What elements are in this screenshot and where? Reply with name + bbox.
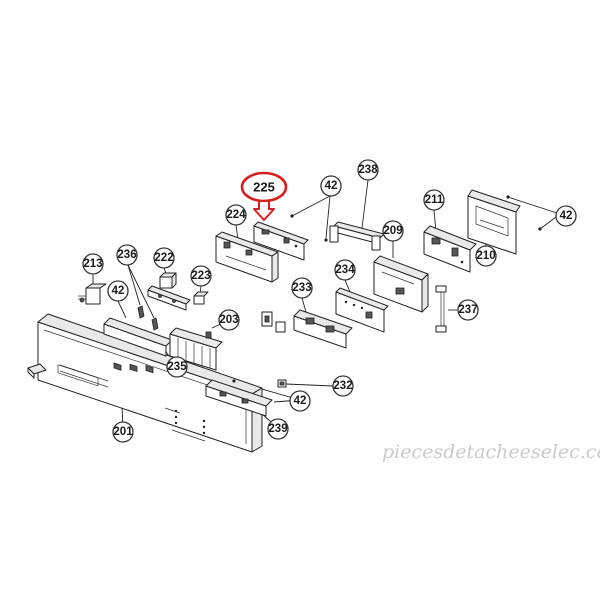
loose-screws [232,195,542,383]
switch-part-213 [78,283,107,305]
svg-text:237: 237 [458,304,477,316]
callouts: 42 238 224 211 42 209 210 213 236 222 22… [82,159,577,443]
svg-text:42: 42 [112,285,125,297]
callout-42: 42 [320,175,342,197]
svg-text:236: 236 [117,249,136,261]
clip-232 [277,379,287,388]
svg-text:235: 235 [167,361,187,373]
svg-text:239: 239 [268,423,287,435]
board-224 [215,231,279,283]
svg-text:203: 203 [219,314,238,326]
key-bar [147,285,191,311]
callout-210: 210 [475,245,497,267]
bracket-210 [467,189,521,255]
svg-text:211: 211 [425,194,444,206]
svg-text:42: 42 [294,395,307,407]
svg-text:213: 213 [83,258,102,270]
svg-text:209: 209 [383,225,402,237]
callout-203: 203 [218,309,240,331]
svg-text:234: 234 [335,264,355,276]
button-strip-235 [103,317,173,374]
callout-236: 236 [116,244,138,266]
end-cap [27,363,47,379]
key-comb-203 [169,327,223,371]
board-234 [335,287,389,333]
callout-238: 238 [357,159,379,181]
svg-text:222: 222 [154,252,173,264]
callout-222: 222 [153,247,175,269]
bracket-238 [329,221,385,251]
highlight-label: 225 [253,180,275,195]
callout-234: 234 [334,259,356,281]
board-209 [373,255,429,313]
board-211 [423,225,477,273]
svg-text:224: 224 [226,209,246,221]
svg-text:232: 232 [333,380,352,392]
callout-224: 224 [225,204,247,226]
svg-text:42: 42 [325,180,338,192]
callout-209: 209 [382,220,404,242]
screws-236 [137,305,159,331]
callout-42: 42 [289,390,311,412]
callout-235: 235 [166,356,188,378]
svg-text:42: 42 [560,210,573,222]
callout-239: 239 [267,418,289,440]
callout-42: 42 [107,280,129,302]
callout-232: 232 [332,375,354,397]
callout-213: 213 [82,253,104,275]
callout-42: 42 [555,205,577,227]
connector-237 [435,285,447,333]
parts [27,189,542,453]
svg-text:238: 238 [358,164,378,176]
svg-text:210: 210 [476,250,495,262]
watermark-text: piecesdetacheeselec.com [382,441,600,463]
callout-237: 237 [457,299,479,321]
button-strip-239 [205,379,273,417]
button-part-222 [159,272,177,289]
svg-text:233: 233 [292,282,311,294]
highlight-arrow-icon [253,200,275,221]
module-233 [261,309,353,349]
board-225 [253,221,309,261]
callout-211: 211 [423,189,445,211]
svg-text:223: 223 [191,270,210,282]
callout-233: 233 [291,277,313,299]
button-part-223 [193,291,209,305]
callout-223: 223 [190,265,212,287]
highlight-225: 225 [240,171,288,221]
svg-text:201: 201 [113,426,133,438]
callout-201: 201 [112,421,134,443]
